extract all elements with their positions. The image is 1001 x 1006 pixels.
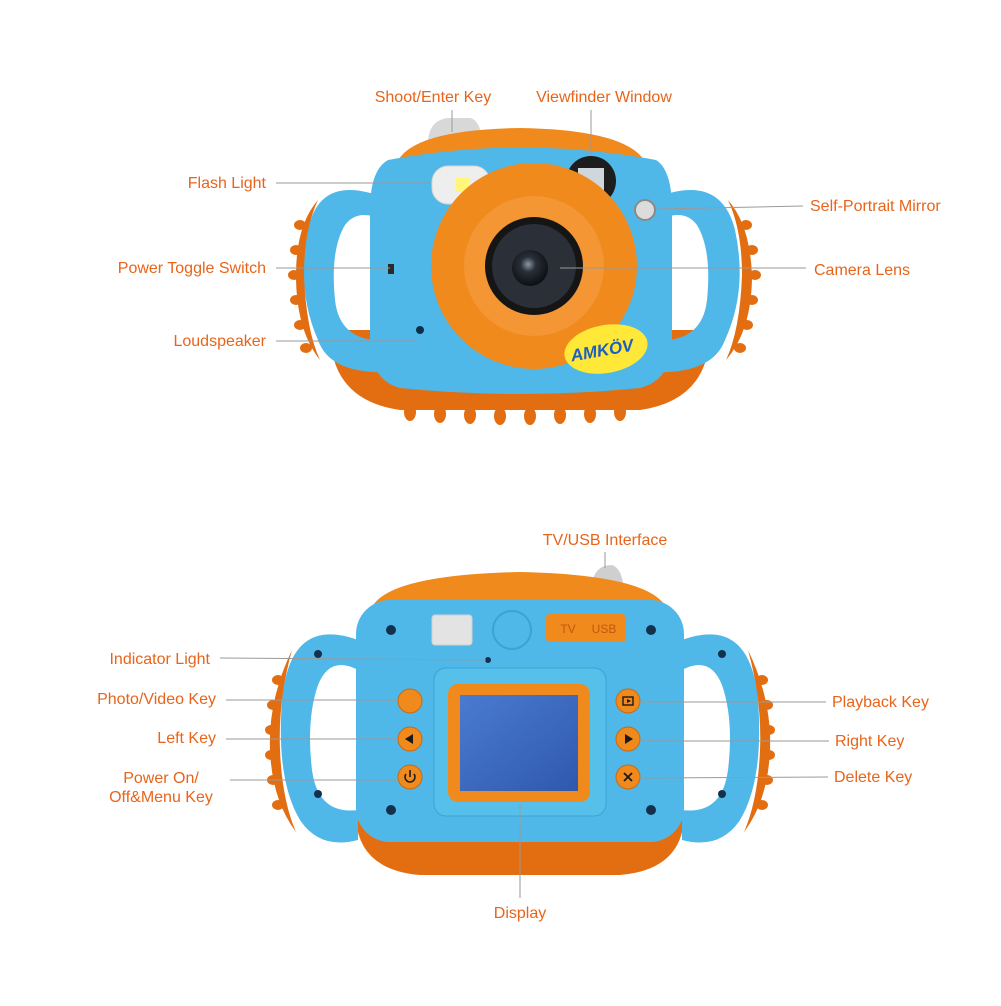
label-self-portrait-mirror: Self-Portrait Mirror: [810, 198, 941, 215]
back-viewfinder: [431, 614, 473, 646]
label-right-key: Right Key: [835, 733, 905, 750]
back-mirror-ring: [492, 610, 532, 650]
leader-lines: [219, 110, 829, 898]
camera-lens: [512, 250, 548, 286]
label-camera-lens: Camera Lens: [814, 262, 911, 279]
label-indicator-light: Indicator Light: [109, 651, 210, 668]
loudspeaker: [416, 326, 424, 334]
left-key: [397, 726, 423, 752]
label-viewfinder-window: Viewfinder Window: [536, 89, 672, 106]
port-label-tv: TV: [560, 622, 575, 636]
label-display: Display: [493, 905, 547, 922]
label-flash-light: Flash Light: [187, 175, 266, 192]
port-label-usb: USB: [592, 622, 617, 636]
label-tv-usb-interface: TV/USB Interface: [542, 532, 668, 549]
label-delete-key: Delete Key: [834, 769, 913, 786]
label-loudspeaker: Loudspeaker: [173, 333, 266, 350]
playback-key: [615, 688, 641, 714]
label-shoot-enter-key: Shoot/Enter Key: [374, 89, 492, 106]
lens-ring: [431, 163, 637, 369]
power-menu-key: [397, 764, 423, 790]
front-right-handle: [650, 190, 761, 373]
front-left-handle: [288, 190, 392, 373]
brand-logo: [564, 324, 648, 374]
screws: [314, 625, 726, 815]
label-power-menu-key-line2: Off&Menu Key: [109, 789, 213, 806]
photo-video-key: [397, 688, 423, 714]
label-power-menu-key-line1: Power On/: [123, 770, 199, 787]
label-power-menu-key: Power On/ Off&Menu Key: [96, 769, 226, 807]
back-left-handle: [265, 634, 358, 843]
power-toggle-switch: [388, 264, 394, 274]
label-playback-key: Playback Key: [832, 694, 929, 711]
label-power-toggle-switch: Power Toggle Switch: [117, 260, 266, 277]
display: [460, 695, 578, 791]
camera-front: [288, 118, 761, 425]
label-left-key: Left Key: [157, 730, 216, 747]
camera-back: [265, 565, 775, 875]
self-portrait-mirror: [634, 199, 656, 221]
back-right-handle: [682, 634, 775, 843]
indicator-light: [485, 657, 491, 663]
right-key: [615, 726, 641, 752]
delete-key: [615, 764, 641, 790]
label-photo-video-key: Photo/Video Key: [97, 691, 216, 708]
tv-usb-plate: [546, 614, 626, 642]
